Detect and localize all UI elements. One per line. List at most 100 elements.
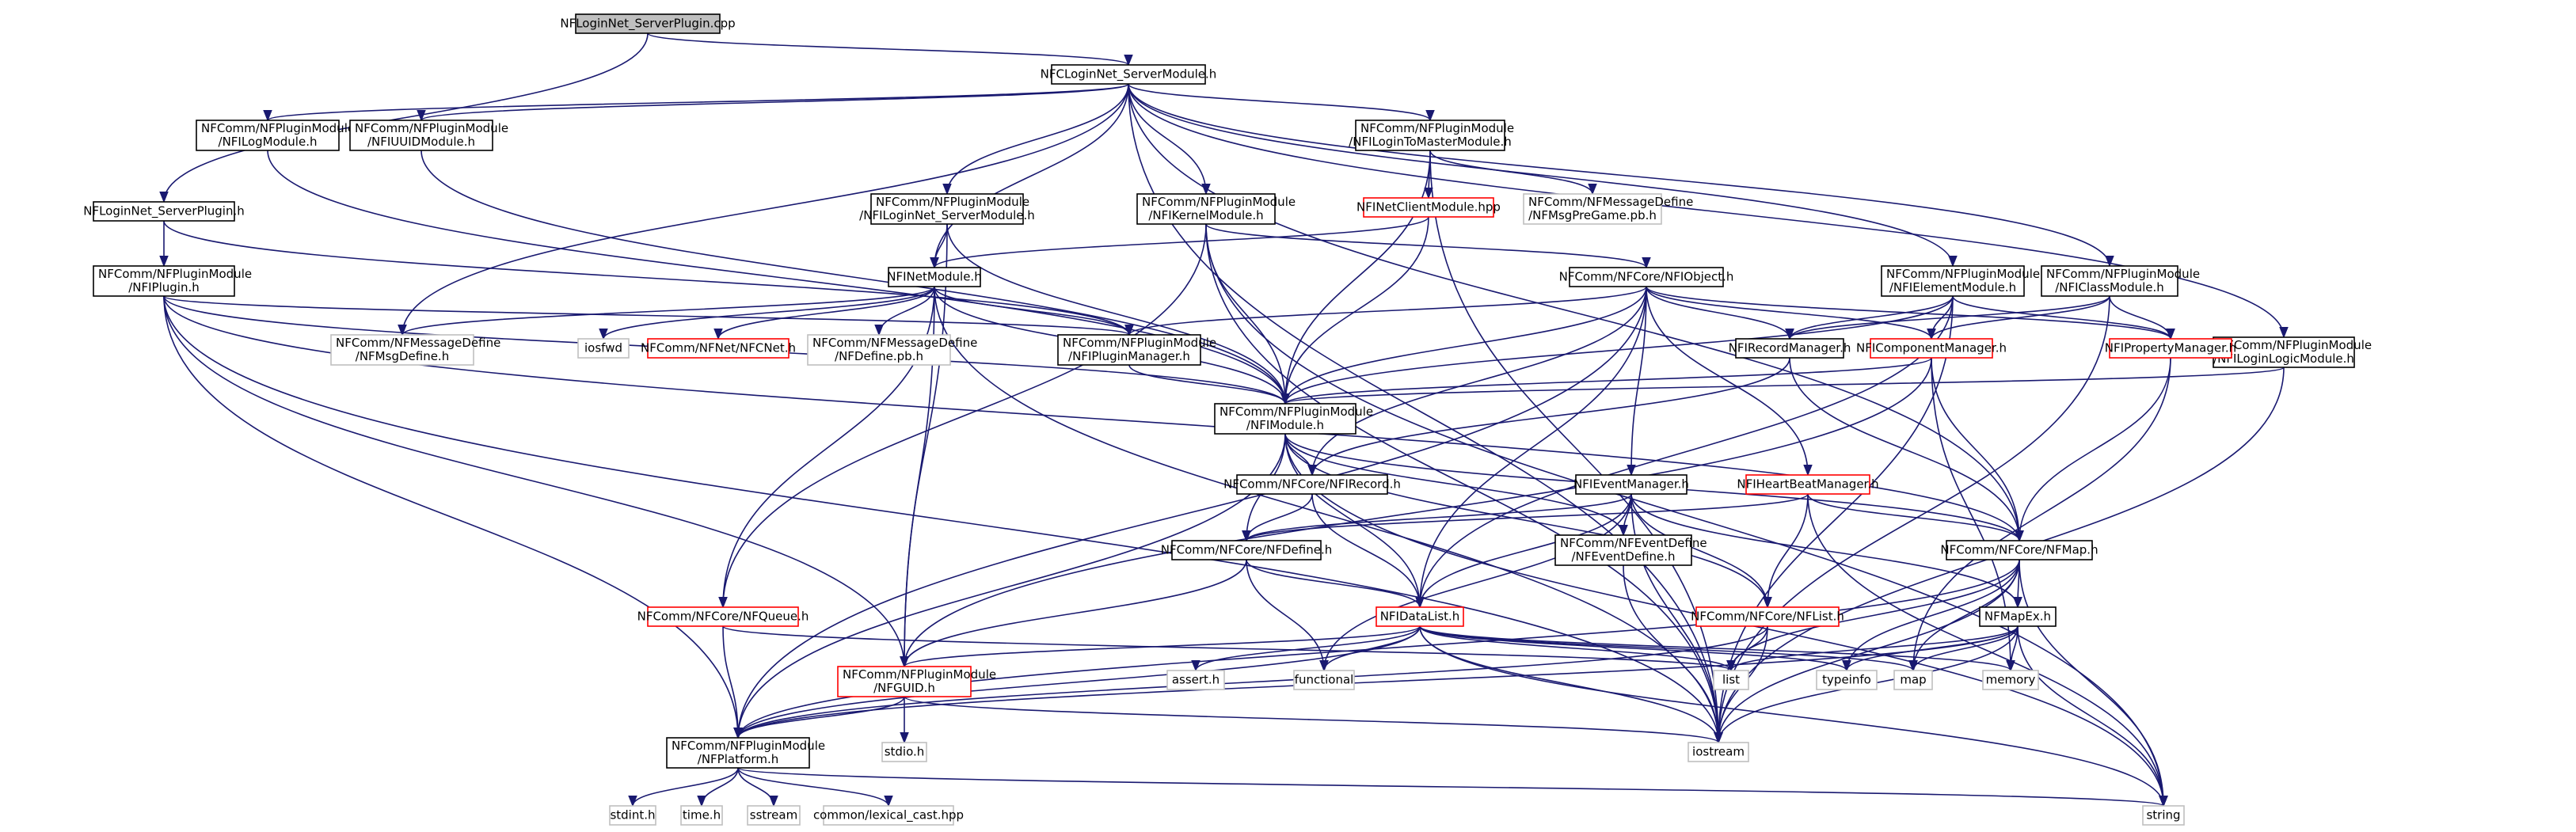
node-stdio[interactable]: stdio.h xyxy=(881,742,927,762)
node-time[interactable]: time.h xyxy=(680,805,723,826)
node-box[interactable] xyxy=(1136,193,1276,225)
node-box[interactable] xyxy=(1051,64,1206,85)
node-functional[interactable]: functional xyxy=(1293,670,1355,690)
node-definepb[interactable]: NFComm/NFMessageDefine/NFDefine.pb.h xyxy=(807,334,977,366)
node-box[interactable] xyxy=(807,334,951,366)
node-box[interactable] xyxy=(1893,670,1933,690)
node-box[interactable] xyxy=(1293,670,1355,690)
node-box[interactable] xyxy=(1057,334,1201,366)
node-ipluginmgr[interactable]: NFComm/NFPluginModule/NFIPluginManager.h xyxy=(1057,334,1216,366)
node-mapex[interactable]: NFMapEx.h xyxy=(1979,606,2057,627)
node-box[interactable] xyxy=(330,334,474,366)
node-irecord[interactable]: NFComm/NFCore/NFIRecord.h xyxy=(1223,474,1401,495)
node-map[interactable]: map xyxy=(1893,670,1933,690)
node-box[interactable] xyxy=(2142,805,2185,826)
node-box[interactable] xyxy=(647,606,799,627)
node-box[interactable] xyxy=(575,13,721,34)
node-box[interactable] xyxy=(1236,474,1388,495)
node-box[interactable] xyxy=(93,265,235,297)
node-msgpregame[interactable]: NFComm/NFMessageDefine/NFMsgPreGame.pb.h xyxy=(1523,193,1693,225)
node-box[interactable] xyxy=(349,120,493,151)
node-box[interactable] xyxy=(1355,120,1505,151)
node-box[interactable] xyxy=(1166,670,1225,690)
node-box[interactable] xyxy=(881,742,927,762)
node-sstream[interactable]: sstream xyxy=(747,805,801,826)
node-root[interactable]: NFLoginNet_ServerPlugin.cpp xyxy=(560,13,736,34)
node-irecordmgr[interactable]: NFIRecordManager.h xyxy=(1729,338,1851,359)
node-box[interactable] xyxy=(1214,403,1356,435)
node-nfguid[interactable]: NFComm/NFPluginModule/NFGUID.h xyxy=(837,666,996,697)
node-imodule[interactable]: NFComm/NFPluginModule/NFIModule.h xyxy=(1214,403,1373,435)
node-box[interactable] xyxy=(1575,474,1688,495)
node-box[interactable] xyxy=(823,805,954,826)
node-box[interactable] xyxy=(609,805,656,826)
node-nfdefine[interactable]: NFComm/NFCore/NFDefine.h xyxy=(1161,540,1332,560)
node-box[interactable] xyxy=(93,201,235,222)
node-iostream[interactable]: iostream xyxy=(1688,742,1749,762)
node-box[interactable] xyxy=(1881,265,2025,297)
node-eventdefine[interactable]: NFComm/NFEventDefine/NFEventDefine.h xyxy=(1554,534,1707,566)
node-nfmap[interactable]: NFComm/NFCore/NFMap.h xyxy=(1940,540,2098,560)
node-ilogic[interactable]: NFComm/NFPluginModule/NFILoginLogicModul… xyxy=(2213,336,2372,368)
node-box[interactable] xyxy=(2109,338,2232,359)
node-box[interactable] xyxy=(1569,267,1724,287)
node-box[interactable] xyxy=(196,120,340,151)
node-iloginnet[interactable]: NFComm/NFPluginModule/NFILoginNet_Server… xyxy=(859,193,1035,225)
node-iosfwd[interactable]: iosfwd xyxy=(577,338,630,359)
node-iheartbeat[interactable]: NFIHeartBeatManager.h xyxy=(1737,474,1879,495)
node-box[interactable] xyxy=(1979,606,2057,627)
node-ikernel[interactable]: NFComm/NFPluginModule/NFIKernelModule.h xyxy=(1136,193,1296,225)
node-iobject[interactable]: NFComm/NFCore/NFIObject.h xyxy=(1559,267,1734,287)
node-nflist[interactable]: NFComm/NFCore/NFList.h xyxy=(1691,606,1844,627)
node-list[interactable]: list xyxy=(1713,670,1749,690)
node-memory[interactable]: memory xyxy=(1982,670,2039,690)
node-box[interactable] xyxy=(1376,606,1464,627)
node-iuuid[interactable]: NFComm/NFPluginModule/NFIUUIDModule.h xyxy=(349,120,508,151)
node-box[interactable] xyxy=(1523,193,1662,225)
node-box[interactable] xyxy=(1735,338,1844,359)
node-box[interactable] xyxy=(870,193,1024,225)
node-box[interactable] xyxy=(837,666,972,697)
node-box[interactable] xyxy=(647,338,790,359)
node-iclass[interactable]: NFComm/NFPluginModule/NFIClassModule.h xyxy=(2041,265,2200,297)
node-typeinfo[interactable]: typeinfo xyxy=(1816,670,1878,690)
node-ievent[interactable]: NFIEventManager.h xyxy=(1573,474,1689,495)
node-box[interactable] xyxy=(577,338,630,359)
node-box[interactable] xyxy=(1688,742,1749,762)
node-itomaster[interactable]: NFComm/NFPluginModule/NFILoginToMasterMo… xyxy=(1349,120,1514,151)
node-box[interactable] xyxy=(1713,670,1749,690)
node-nfqueue[interactable]: NFComm/NFCore/NFQueue.h xyxy=(637,606,809,627)
node-stdint[interactable]: stdint.h xyxy=(609,805,656,826)
node-inetclient[interactable]: NFINetClientModule.hpp xyxy=(1356,197,1501,218)
node-box[interactable] xyxy=(888,267,981,287)
node-box[interactable] xyxy=(2041,265,2178,297)
node-inetmodule[interactable]: NFINetModule.h xyxy=(887,267,982,287)
node-platform[interactable]: NFComm/NFPluginModule/NFPlatform.h xyxy=(666,737,825,769)
node-box[interactable] xyxy=(680,805,723,826)
node-box[interactable] xyxy=(1982,670,2039,690)
node-box[interactable] xyxy=(1745,474,1870,495)
node-box[interactable] xyxy=(1363,197,1494,218)
node-box[interactable] xyxy=(666,737,810,769)
node-string[interactable]: string xyxy=(2142,805,2185,826)
node-box[interactable] xyxy=(1171,540,1322,560)
node-ilog[interactable]: NFComm/NFPluginModule/NFILogModule.h xyxy=(196,120,355,151)
node-ipropmgr[interactable]: NFIPropertyManager.h xyxy=(2105,338,2236,359)
node-box[interactable] xyxy=(1554,534,1692,566)
node-box[interactable] xyxy=(747,805,801,826)
node-ielement[interactable]: NFComm/NFPluginModule/NFIElementModule.h xyxy=(1881,265,2040,297)
node-plugin_h[interactable]: NFLoginNet_ServerPlugin.h xyxy=(83,201,245,222)
node-netserver_h[interactable]: NFCLoginNet_ServerModule.h xyxy=(1041,64,1217,85)
node-box[interactable] xyxy=(1870,338,1993,359)
node-box[interactable] xyxy=(2213,336,2355,368)
node-idatalist[interactable]: NFIDataList.h xyxy=(1376,606,1464,627)
node-assert[interactable]: assert.h xyxy=(1166,670,1225,690)
node-nfcnet[interactable]: NFComm/NFNet/NFCNet.h xyxy=(641,338,796,359)
node-iplugin[interactable]: NFComm/NFPluginModule/NFIPlugin.h xyxy=(93,265,252,297)
node-box[interactable] xyxy=(1816,670,1878,690)
node-icompmgr[interactable]: NFIComponentManager.h xyxy=(1856,338,2007,359)
node-lexical[interactable]: common/lexical_cast.hpp xyxy=(813,805,964,826)
node-msgdefine[interactable]: NFComm/NFMessageDefine/NFMsgDefine.h xyxy=(330,334,500,366)
node-box[interactable] xyxy=(1695,606,1840,627)
node-box[interactable] xyxy=(1946,540,2093,560)
